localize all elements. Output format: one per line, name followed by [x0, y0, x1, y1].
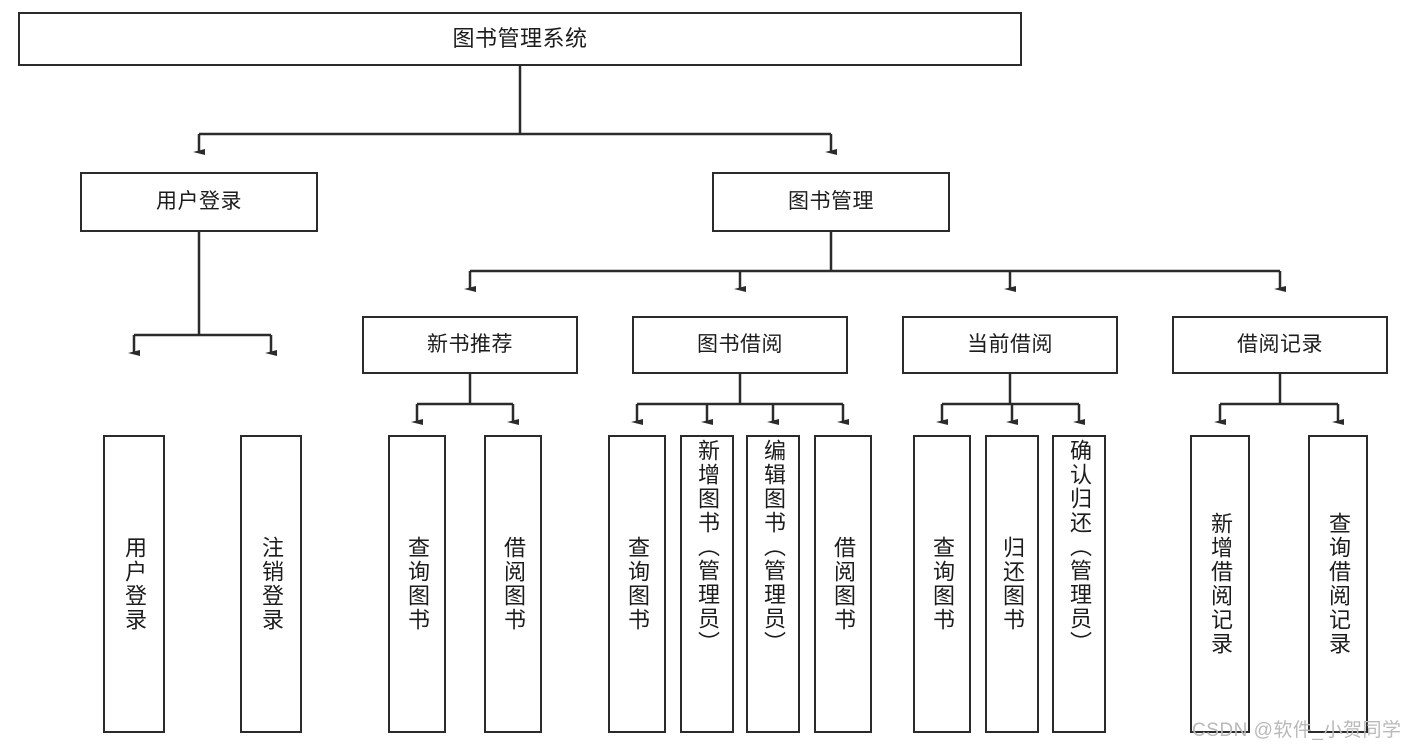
- node-label: 图书管理: [788, 190, 874, 214]
- node-leaf-query-book-3[interactable]: 查询图书: [913, 435, 971, 733]
- node-label: 新书推荐: [427, 333, 513, 357]
- node-label: 借阅记录: [1237, 333, 1323, 357]
- node-current-borrow[interactable]: 当前借阅: [902, 316, 1118, 374]
- node-label: 用户登录: [156, 190, 242, 214]
- node-label: 图书借阅: [697, 333, 783, 357]
- node-book-management[interactable]: 图书管理: [712, 172, 950, 232]
- node-leaf-confirm-return-admin[interactable]: 确认归还（管理员）: [1052, 435, 1106, 733]
- node-leaf-query-book-1[interactable]: 查询图书: [388, 435, 446, 733]
- node-leaf-borrow-book-2[interactable]: 借阅图书: [814, 435, 872, 733]
- node-leaf-user-login[interactable]: 用户登录: [103, 435, 165, 733]
- node-label: 图书管理系统: [452, 25, 588, 51]
- node-label: 当前借阅: [967, 333, 1053, 357]
- node-new-book-recommend[interactable]: 新书推荐: [362, 316, 578, 374]
- csdn-watermark: CSDN @软件_小贺同学: [1192, 720, 1402, 741]
- node-leaf-return-book[interactable]: 归还图书: [985, 435, 1039, 733]
- node-user-login[interactable]: 用户登录: [80, 172, 318, 232]
- node-leaf-add-borrow-record[interactable]: 新增借阅记录: [1190, 435, 1250, 733]
- node-leaf-edit-book-admin[interactable]: 编辑图书（管理员）: [746, 435, 800, 733]
- node-root-system[interactable]: 图书管理系统: [18, 12, 1022, 66]
- node-borrow-record[interactable]: 借阅记录: [1172, 316, 1388, 374]
- node-leaf-borrow-book-1[interactable]: 借阅图书: [484, 435, 542, 733]
- node-book-borrow[interactable]: 图书借阅: [632, 316, 848, 374]
- node-leaf-query-borrow-record[interactable]: 查询借阅记录: [1308, 435, 1368, 733]
- node-leaf-add-book-admin[interactable]: 新增图书（管理员）: [680, 435, 734, 733]
- node-leaf-logout[interactable]: 注销登录: [240, 435, 302, 733]
- node-leaf-query-book-2[interactable]: 查询图书: [608, 435, 666, 733]
